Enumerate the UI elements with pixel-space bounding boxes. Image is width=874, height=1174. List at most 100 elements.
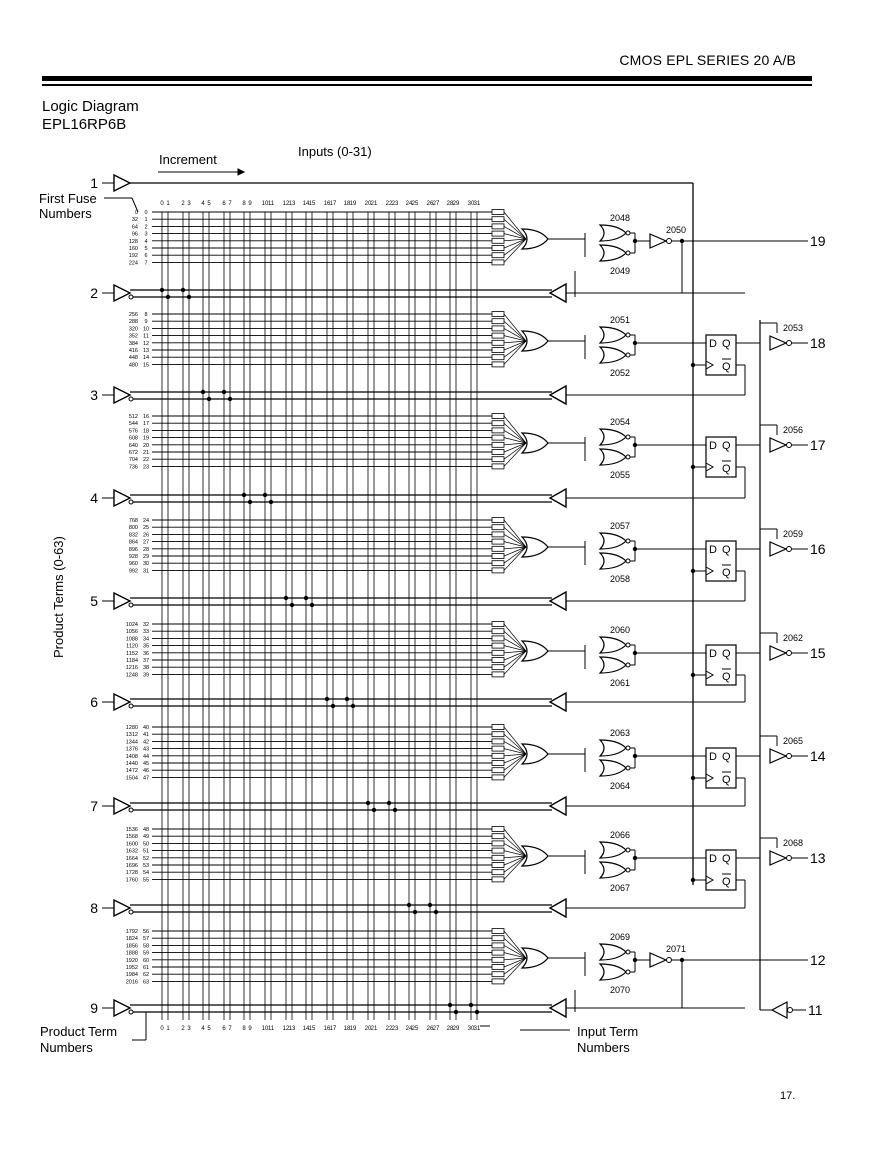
xor-fuse-bottom: 2058 [610, 574, 630, 584]
input-pin-2-label: 2 [90, 285, 98, 301]
and-gate [491, 347, 505, 353]
and-gate [491, 553, 505, 559]
product-term-number: 1 [144, 217, 147, 223]
junction-dot [690, 775, 696, 781]
and-to-or-line [503, 645, 527, 652]
column-number-bottom: 10 [262, 1026, 269, 1032]
or-gate [520, 640, 549, 662]
junction-dot [241, 492, 247, 498]
column-number-bottom: 5 [207, 1026, 211, 1032]
first-fuse-number: 1312 [126, 732, 138, 738]
product-term-number: 57 [143, 936, 149, 942]
product-term-number: 15 [143, 362, 149, 368]
junction-dot [180, 287, 186, 293]
xor-bubble [625, 558, 631, 564]
first-fuse-number: 384 [129, 341, 138, 347]
and-to-or-line [503, 211, 527, 240]
dff-d-label: D [709, 544, 717, 556]
xor-gate-top [598, 532, 627, 550]
and-to-or-line [503, 340, 527, 358]
first-fuse-number: 1472 [126, 768, 138, 774]
first-fuse-number: 1280 [126, 725, 138, 731]
input-pin-8-label: 8 [90, 900, 98, 916]
first-fuse-number: 544 [129, 421, 138, 427]
product-term-number: 3 [144, 232, 147, 238]
column-number-bottom: 28 [447, 1026, 454, 1032]
column-number-bottom: 18 [344, 1026, 351, 1032]
output-pin-19-label: 19 [810, 233, 826, 249]
column-number-top: 29 [453, 201, 460, 207]
inverter-bubble [128, 1009, 134, 1015]
and-to-or-line [503, 238, 527, 249]
output-pin-14-label: 14 [810, 748, 826, 764]
junction-dot [303, 595, 309, 601]
and-gate [491, 223, 505, 230]
and-gate [491, 531, 505, 538]
product-term-number: 49 [143, 834, 149, 840]
junction-dot [309, 602, 315, 608]
feedback-buffer [548, 691, 567, 713]
increment-label: Increment [159, 152, 217, 167]
column-number-bottom: 26 [427, 1026, 434, 1032]
product-term-number: 48 [143, 827, 149, 833]
dff-q-label: Q [722, 648, 731, 660]
dff-qbar-label: Q [722, 567, 731, 579]
input-buffer-4 [113, 488, 132, 508]
first-fuse-label: First Fuse [39, 191, 97, 206]
first-fuse-number: 768 [129, 518, 138, 524]
junction-dot [427, 902, 433, 908]
or-gate [520, 432, 549, 454]
first-fuse-number: 1664 [126, 856, 138, 862]
and-gate [491, 209, 505, 215]
dff-q-label: Q [722, 853, 731, 865]
and-to-or-line [503, 238, 527, 263]
and-to-or-line [503, 945, 527, 959]
input-pin-7-label: 7 [90, 798, 98, 814]
column-number-top: 20 [365, 201, 372, 207]
first-fuse-number: 1376 [126, 747, 138, 753]
and-to-or-line [503, 623, 527, 652]
xor-gate-bottom [598, 656, 627, 674]
and-to-or-line [503, 650, 527, 675]
or-gate [520, 845, 549, 867]
first-fuse-number: 960 [129, 561, 138, 567]
oe-fuse-number: 2053 [783, 323, 803, 333]
and-to-or-line [503, 930, 527, 959]
and-gate [491, 628, 505, 635]
xor-bubble [625, 662, 631, 668]
or-gate [520, 330, 549, 352]
and-gate [491, 942, 505, 949]
column-number-bottom: 0 [160, 1026, 164, 1032]
column-number-top: 30 [468, 201, 475, 207]
or-gate [520, 536, 549, 558]
product-term-number: 47 [143, 775, 149, 781]
column-number-bottom: 23 [392, 1026, 399, 1032]
junction-dot [412, 909, 418, 915]
output-pin-12-label: 12 [810, 952, 826, 968]
and-gate [491, 245, 505, 251]
first-fuse-number: 96 [132, 232, 138, 238]
input-buffer-9 [113, 998, 132, 1018]
input-buffer-5 [113, 591, 132, 611]
output-bubble [786, 546, 792, 552]
feedback-buffer [548, 997, 567, 1019]
xor-bubble [625, 847, 631, 853]
product-term-number: 52 [143, 856, 149, 862]
and-gate [491, 635, 505, 642]
and-to-or-line [503, 650, 527, 668]
dff-qbar-label: Q [722, 361, 731, 373]
title-line-1: Logic Diagram [42, 98, 139, 115]
junction-dot [262, 492, 268, 498]
d-flip-flop [705, 540, 737, 582]
first-fuse-number: 1696 [126, 863, 138, 869]
junction-dot [268, 499, 274, 505]
junction-dot [330, 703, 336, 709]
first-fuse-number: 1248 [126, 672, 138, 678]
and-to-or-line [503, 226, 527, 240]
input-pin-9-label: 9 [90, 1000, 98, 1016]
output-bubble [666, 238, 672, 244]
and-to-or-line [503, 937, 527, 959]
product-term-number: 12 [143, 341, 149, 347]
and-to-or-line [503, 753, 527, 757]
output-pin-16-label: 16 [810, 541, 826, 557]
